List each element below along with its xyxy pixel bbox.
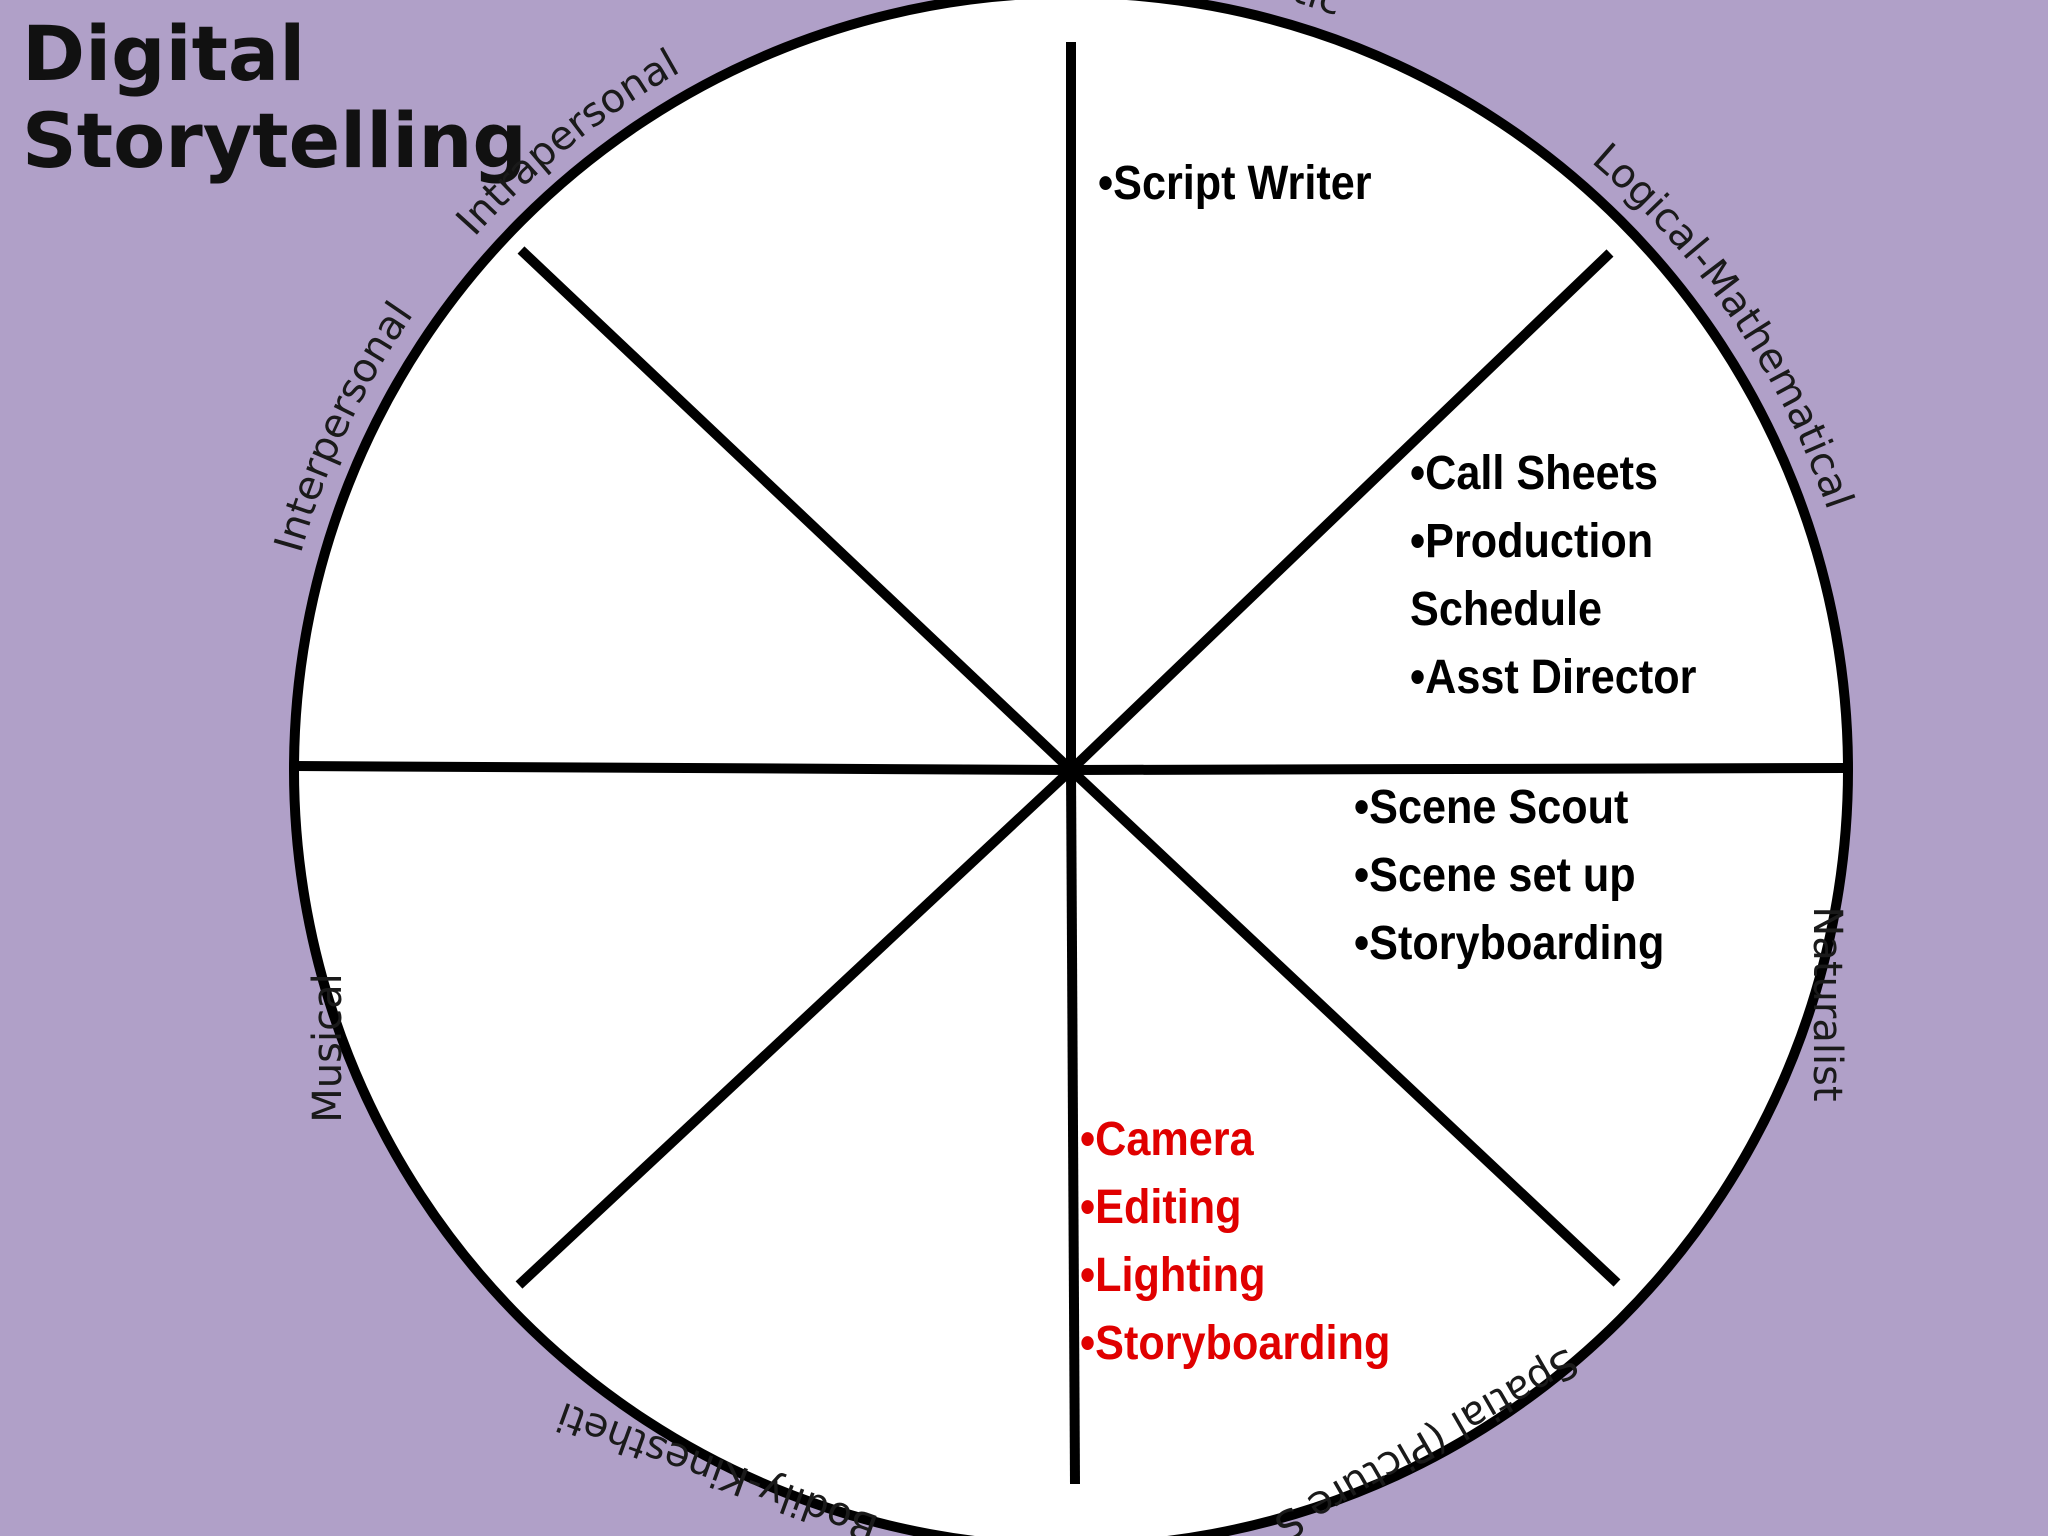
list-item: Editing [1080, 1174, 1390, 1242]
divider-diagonal-sw [515, 766, 1075, 1289]
list-item: Lighting [1080, 1242, 1390, 1310]
list-item: Camera [1080, 1106, 1390, 1174]
list-item: Call Sheets [1410, 440, 1696, 508]
linguistic-items: Script Writer [1098, 150, 1371, 218]
page-title: Digital Storytelling [22, 10, 527, 185]
list-item: Script Writer [1098, 150, 1371, 218]
wheel-dividers [293, 42, 1846, 1485]
list-item: Production Schedule [1410, 508, 1680, 644]
divider-diagonal-ne [1067, 249, 1614, 774]
title-line-1: Digital [22, 9, 306, 98]
logical-mathematical-items: Call Sheets Production Schedule Asst Dir… [1410, 440, 1696, 712]
naturalist-items: Scene Scout Scene set up Storyboarding [1354, 774, 1664, 978]
divider-horizontal-left [293, 761, 1072, 775]
label-naturalist: Naturalist [1804, 906, 1850, 1101]
label-musical: Musical [305, 973, 351, 1122]
divider-diagonal-nw [517, 246, 1075, 774]
title-line-2: Storytelling [22, 96, 527, 186]
divider-vertical-bottom [1066, 769, 1080, 1485]
list-item: Scene set up [1354, 842, 1664, 910]
divider-diagonal-se [1067, 766, 1621, 1287]
list-item: Asst Director [1410, 644, 1696, 712]
list-item: Scene Scout [1354, 774, 1664, 842]
divider-horizontal-right [1070, 763, 1846, 775]
list-item: Storyboarding [1080, 1310, 1390, 1378]
spatial-items: Camera Editing Lighting Storyboarding [1080, 1106, 1390, 1378]
list-item: Storyboarding [1354, 910, 1664, 978]
